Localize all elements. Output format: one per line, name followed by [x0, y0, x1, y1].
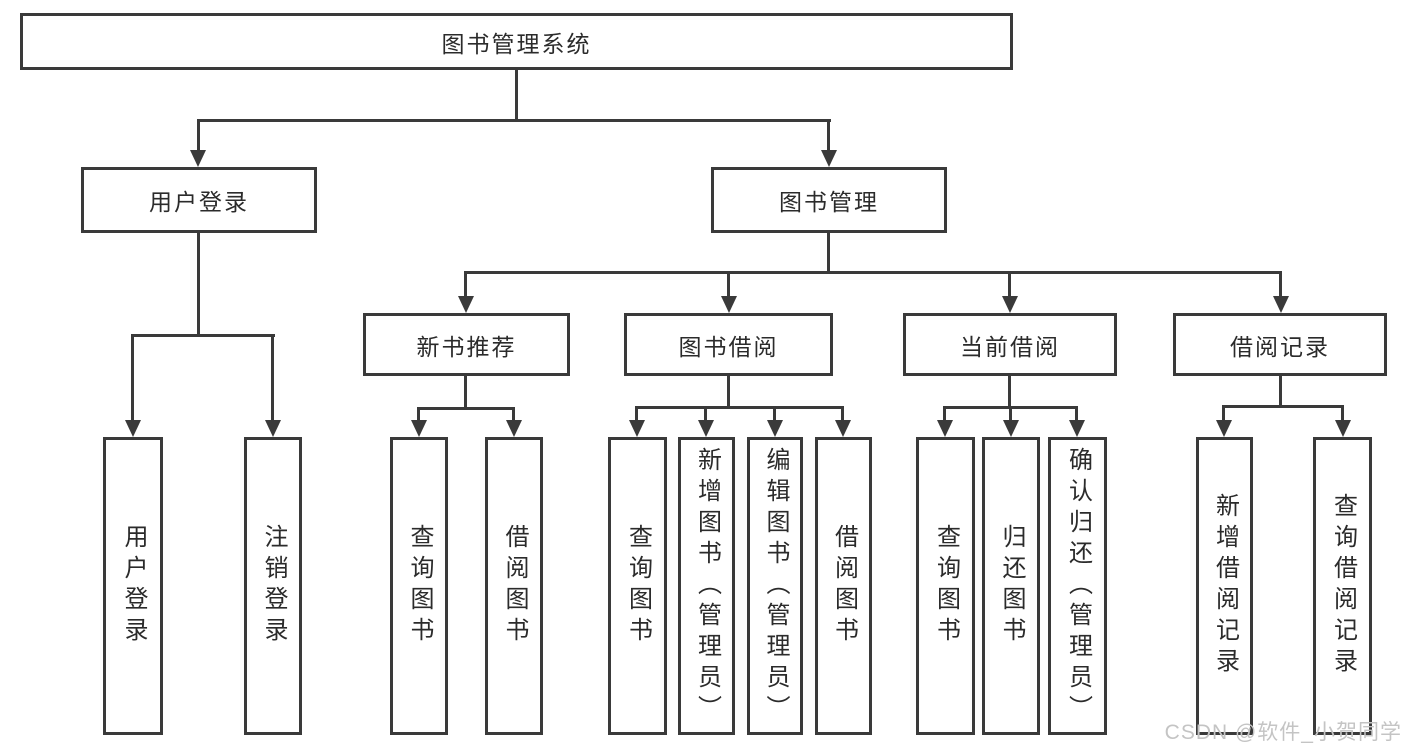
arrow-down-icon [1069, 420, 1085, 437]
connector-line-vertical [635, 406, 638, 423]
connector-line-horizontal [464, 271, 1282, 274]
arrow-down-icon [1216, 420, 1232, 437]
connector-line-vertical [827, 119, 830, 153]
arrow-down-icon [767, 420, 783, 437]
arrow-down-icon [411, 420, 427, 437]
arrow-down-icon [125, 420, 141, 437]
connector-line-vertical [1008, 271, 1011, 299]
connector-line-vertical [417, 407, 420, 423]
connector-line-horizontal [1222, 405, 1344, 408]
csdn-watermark: CSDN @软件_小贺同学 [1164, 721, 1402, 744]
arrow-down-icon [1273, 296, 1289, 313]
connector-line-vertical [1279, 376, 1282, 407]
arrow-down-icon [835, 420, 851, 437]
leaf-add-books-admin: 新增图书（管理员） [678, 437, 735, 735]
connector-line-vertical [727, 271, 730, 299]
connector-line-horizontal [417, 407, 515, 410]
connector-line-vertical [1075, 406, 1078, 423]
leaf-edit-books-admin: 编辑图书（管理员） [747, 437, 803, 735]
leaf-logout: 注销登录 [244, 437, 302, 735]
arrow-down-icon [821, 150, 837, 167]
leaf-return-books: 归还图书 [982, 437, 1040, 735]
connector-line-vertical [1009, 406, 1012, 423]
connector-line-horizontal [197, 119, 831, 122]
node-user-login: 用户登录 [81, 167, 317, 233]
arrow-down-icon [1335, 420, 1351, 437]
connector-line-vertical [464, 376, 467, 409]
arrow-down-icon [937, 420, 953, 437]
leaf-query-borrow-record: 查询借阅记录 [1313, 437, 1372, 735]
leaf-query-books-recommend: 查询图书 [390, 437, 448, 735]
leaf-borrow-books: 借阅图书 [815, 437, 872, 735]
node-library-management-system: 图书管理系统 [20, 13, 1013, 70]
connector-line-vertical [773, 406, 776, 423]
connector-line-horizontal [635, 406, 844, 409]
connector-line-vertical [197, 119, 200, 153]
connector-line-vertical [727, 376, 730, 408]
connector-line-horizontal [131, 334, 275, 337]
connector-line-vertical [131, 334, 134, 422]
leaf-user-login: 用户登录 [103, 437, 163, 735]
connector-line-vertical [515, 69, 518, 121]
arrow-down-icon [1002, 296, 1018, 313]
leaf-query-books-borrowing: 查询图书 [608, 437, 667, 735]
connector-line-vertical [704, 406, 707, 423]
node-current-borrowing: 当前借阅 [903, 313, 1117, 376]
node-new-book-recommendation: 新书推荐 [363, 313, 570, 376]
arrow-down-icon [458, 296, 474, 313]
connector-line-vertical [512, 407, 515, 423]
arrow-down-icon [721, 296, 737, 313]
connector-line-vertical [1341, 405, 1344, 422]
leaf-borrow-books-recommend: 借阅图书 [485, 437, 543, 735]
arrow-down-icon [629, 420, 645, 437]
leaf-confirm-return-admin: 确认归还（管理员） [1048, 437, 1107, 735]
connector-line-vertical [271, 334, 274, 422]
connector-line-vertical [1222, 405, 1225, 422]
leaf-add-borrow-record: 新增借阅记录 [1196, 437, 1253, 735]
connector-line-vertical [841, 406, 844, 423]
arrow-down-icon [506, 420, 522, 437]
node-book-management: 图书管理 [711, 167, 947, 233]
connector-line-vertical [1279, 271, 1282, 299]
arrow-down-icon [1003, 420, 1019, 437]
connector-line-vertical [464, 271, 467, 299]
node-borrowing-records: 借阅记录 [1173, 313, 1387, 376]
connector-line-vertical [827, 233, 830, 274]
connector-line-vertical [197, 233, 200, 336]
arrow-down-icon [698, 420, 714, 437]
connector-line-vertical [1008, 376, 1011, 408]
leaf-query-books-current: 查询图书 [916, 437, 975, 735]
arrow-down-icon [190, 150, 206, 167]
arrow-down-icon [265, 420, 281, 437]
connector-line-vertical [943, 406, 946, 423]
node-book-borrowing: 图书借阅 [624, 313, 833, 376]
